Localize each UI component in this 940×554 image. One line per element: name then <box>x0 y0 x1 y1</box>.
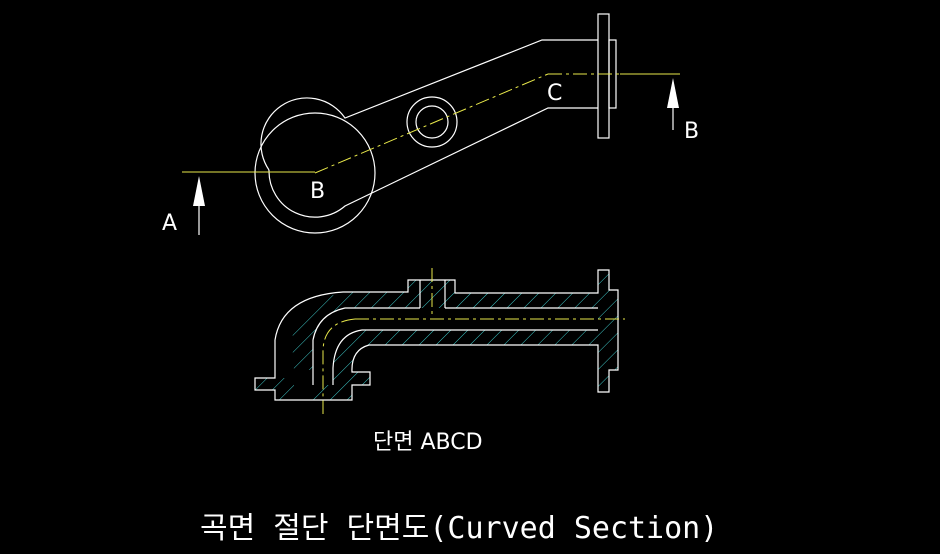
arrow-b-head <box>667 78 679 108</box>
plan-view: A B C B <box>162 13 699 236</box>
section-view: 단면 ABCD <box>254 268 625 455</box>
section-bore-upper <box>312 307 598 385</box>
label-a: A <box>162 211 177 236</box>
section-bore-lower <box>332 329 598 385</box>
arrow-a-head <box>193 176 205 206</box>
hub-inner-circle <box>415 105 449 139</box>
boss-outer-circle <box>254 112 376 234</box>
pipe-arm-upper-edge <box>260 39 598 171</box>
section-label: 단면 ABCD <box>373 430 483 455</box>
label-c: C <box>547 81 562 106</box>
section-flange-wall <box>598 270 618 392</box>
section-foot-left <box>255 378 294 400</box>
label-b-right: B <box>684 119 699 144</box>
pipe-arm-lower-edge <box>268 107 598 218</box>
flange-plate <box>597 13 610 139</box>
section-centerline-bend <box>322 318 356 414</box>
section-wall-upper <box>292 280 598 370</box>
drawing-title: 곡면 절단 단면도(Curved Section) <box>200 511 718 546</box>
section-wall-lower <box>313 330 598 400</box>
section-outer-contour <box>254 269 619 401</box>
label-b-top: B <box>310 179 325 204</box>
plan-centerline-arm <box>314 73 549 174</box>
hub-outer-circle <box>406 96 458 148</box>
